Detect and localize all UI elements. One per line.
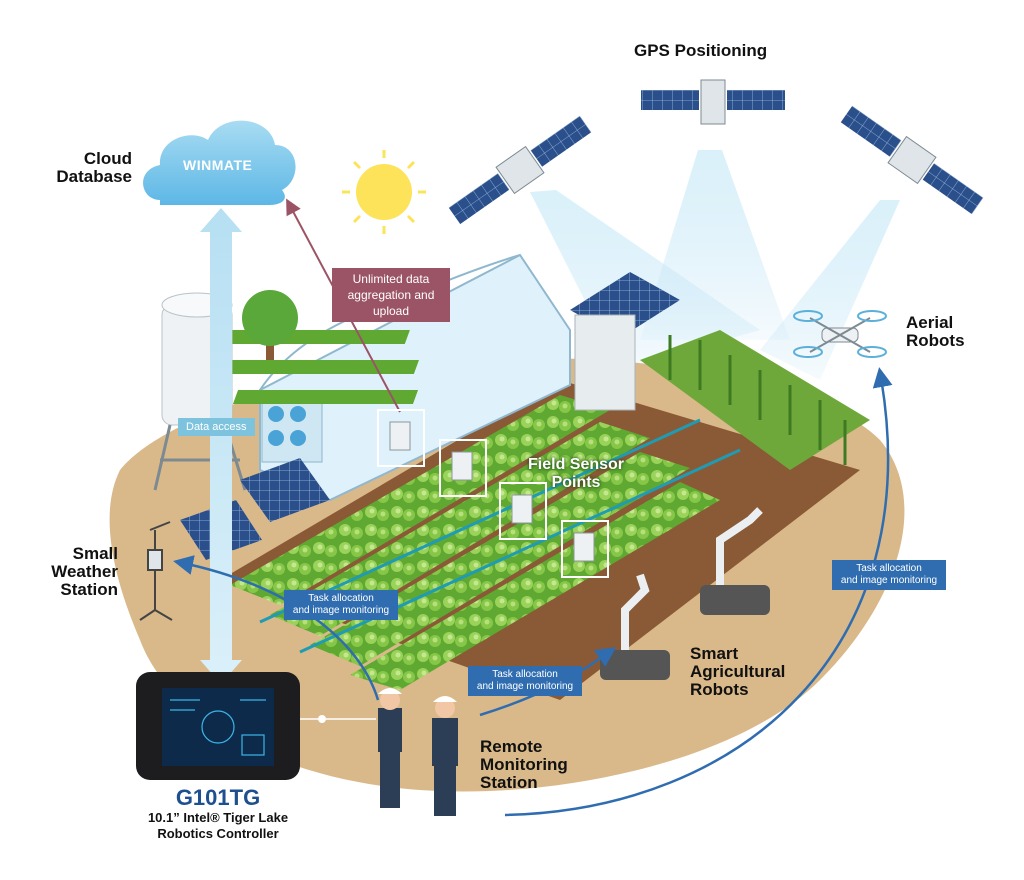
tree <box>242 290 298 360</box>
task-callout-line2: and image monitoring <box>292 605 390 616</box>
agricultural-robot <box>700 507 770 615</box>
remote-label-line1: Remote <box>480 737 543 756</box>
cloud-icon <box>143 120 296 205</box>
weather-label-line2: Weather <box>51 562 118 581</box>
task-callout-line2: and image monitoring <box>840 575 938 586</box>
aerial-label-line1: Aerial <box>906 313 954 332</box>
product-model: G101TG <box>175 785 261 810</box>
gps-label: GPS Positioning <box>634 41 768 60</box>
satellite-icon <box>641 79 785 125</box>
remote-label-line2: Monitoring <box>480 755 568 774</box>
task-arrow-drone <box>504 367 893 817</box>
upload-callout-line3: upload <box>372 304 410 318</box>
solar-panels <box>180 272 680 560</box>
product-desc-line1: 10.1” Intel® Tiger Lake <box>147 810 289 825</box>
corn-field <box>640 330 870 470</box>
field-label-line2: Points <box>551 474 601 491</box>
upload-callout: Unlimited data aggregation and upload <box>332 268 450 322</box>
data-access-callout: Data access <box>178 418 255 436</box>
gps-beams <box>530 150 900 380</box>
smart-label-line1: Smart <box>690 644 739 663</box>
task-callout-weather: Task allocation and image monitoring <box>284 590 398 620</box>
satellite-icon <box>840 105 984 215</box>
task-callout-robots: Task allocation and image monitoring <box>468 666 582 696</box>
smart-label-line2: Agricultural <box>690 662 786 681</box>
task-callout-line2: and image monitoring <box>476 681 574 692</box>
smart-label-line3: Robots <box>690 680 749 699</box>
crop-rows <box>230 395 741 690</box>
field-workers <box>378 688 458 816</box>
agricultural-robot <box>600 573 670 680</box>
greenhouse <box>214 253 571 502</box>
satellite-icon <box>448 115 592 225</box>
field-label-line1: Field Sensor <box>528 456 625 473</box>
product-desc-line2: Robotics Controller <box>157 826 279 841</box>
task-callout-drone: Task allocation and image monitoring <box>832 560 946 590</box>
sensor-boxes <box>389 421 595 562</box>
field-sensor-points-label: Field Sensor Points <box>528 456 624 492</box>
aerial-label-line2: Robots <box>906 331 965 350</box>
cloud-label-line2: Database <box>56 167 132 186</box>
sun-icon <box>342 150 426 234</box>
task-callout-line1: Task allocation <box>492 669 558 680</box>
weather-station-icon <box>139 521 173 621</box>
cloud-label-line1: Cloud <box>83 149 132 168</box>
cloud-database-label: Cloud Database <box>40 150 132 186</box>
winmate-logo: WINMATE <box>183 157 253 173</box>
upload-callout-line2: aggregation and <box>347 288 435 302</box>
drone-icon <box>793 310 887 358</box>
weather-label-line3: Station <box>60 580 118 599</box>
remote-label-line3: Station <box>480 773 538 792</box>
smart-robots-label: Smart Agricultural Robots <box>690 645 785 699</box>
task-callout-line1: Task allocation <box>308 593 374 604</box>
weather-station-label: Small Weather Station <box>30 545 118 599</box>
aerial-robots-label: Aerial Robots <box>906 314 965 350</box>
field-sensors <box>377 409 609 578</box>
upload-callout-line1: Unlimited data <box>352 272 430 286</box>
task-callout-line1: Task allocation <box>856 563 922 574</box>
remote-station-label: Remote Monitoring Station <box>480 738 568 792</box>
tablet-device <box>136 672 376 780</box>
product-caption: G101TG 10.1” Intel® Tiger Lake Robotics … <box>118 786 318 842</box>
weather-label-line1: Small <box>72 544 118 563</box>
